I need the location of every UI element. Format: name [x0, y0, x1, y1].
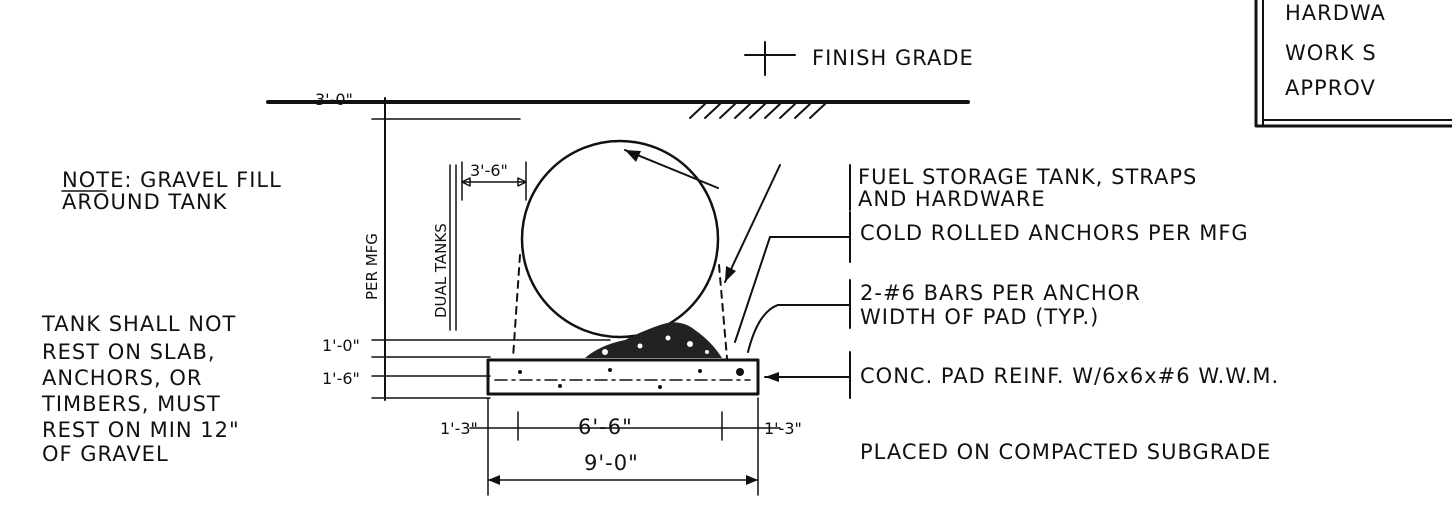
- dim-top-spacing: 3'-6": [470, 161, 508, 180]
- horizontal-dimensions: 1'-3" 6'-6" 1'-3" 9'-0": [440, 397, 802, 496]
- tank-note-line-2: REST ON SLAB,: [42, 340, 216, 364]
- finish-grade-marker: FINISH GRADE: [744, 41, 974, 76]
- title-block: HARDWA WORK S APPROV: [1254, 0, 1452, 128]
- callout-bars-line-1: 2-#6 BARS PER ANCHOR: [860, 281, 1141, 305]
- dim-gravel: 1'-0": [322, 336, 360, 355]
- finish-grade-label: FINISH GRADE: [812, 46, 974, 70]
- anchor-straps: [512, 254, 728, 359]
- tank-note-line-5: REST ON MIN 12": [42, 418, 240, 442]
- fuel-tank: [520, 139, 720, 339]
- title-block-line-3: APPROV: [1285, 76, 1376, 100]
- callout-bars: 2-#6 BARS PER ANCHOR WIDTH OF PAD (TYP.): [747, 279, 1141, 353]
- callout-tank-line-1: FUEL STORAGE TANK, STRAPS: [858, 165, 1197, 189]
- tank-note-line-6: OF GRAVEL: [42, 442, 169, 466]
- grade-line: [266, 100, 970, 119]
- tank-rest-note: TANK SHALL NOT REST ON SLAB, ANCHORS, OR…: [41, 312, 240, 466]
- per-mfg-label: PER MFG: [363, 233, 381, 300]
- concrete-pad: [486, 358, 760, 396]
- dim-cover: 3'-0": [315, 90, 353, 109]
- callout-bars-line-2: WIDTH OF PAD (TYP.): [860, 305, 1099, 329]
- callout-pad-text: CONC. PAD REINF. W/6x6x#6 W.W.M.: [860, 364, 1279, 388]
- dim-edge-left: 1'-3": [440, 419, 478, 438]
- tank-note-line-3: ANCHORS, OR: [42, 366, 202, 390]
- gravel-fill: [585, 322, 722, 358]
- vertical-dimensions: 3'-0" 1'-0" 1'-6" PER MFG: [315, 90, 611, 401]
- note-line-2: AROUND TANK: [62, 190, 228, 214]
- dim-pad: 1'-6": [322, 369, 360, 388]
- callout-anchors: COLD ROLLED ANCHORS PER MFG: [734, 211, 1249, 343]
- gravel-note: NOTE: GRAVEL FILL AROUND TANK: [61, 168, 282, 214]
- dual-tanks-label: DUAL TANKS: [432, 223, 450, 318]
- callout-pad: CONC. PAD REINF. W/6x6x#6 W.W.M.: [764, 351, 1279, 399]
- title-block-line-2: WORK S: [1285, 41, 1377, 65]
- callout-tank-line-2: AND HARDWARE: [858, 187, 1046, 211]
- dual-tanks-dimension: DUAL TANKS 3'-6": [432, 161, 527, 331]
- dim-overall: 9'-0": [584, 451, 639, 475]
- dim-center: 6'-6": [578, 415, 633, 439]
- note-line-1: NOTE: GRAVEL FILL: [62, 168, 282, 192]
- dim-edge-right: 1'-3": [764, 419, 802, 438]
- title-block-line-1: HARDWA: [1285, 1, 1386, 25]
- tank-note-line-4: TIMBERS, MUST: [41, 392, 221, 416]
- placed-on-subgrade: PLACED ON COMPACTED SUBGRADE: [860, 440, 1271, 464]
- tank-note-line-1: TANK SHALL NOT: [41, 312, 236, 336]
- callout-anchor-text: COLD ROLLED ANCHORS PER MFG: [860, 221, 1249, 245]
- callout-fuel-tank: FUEL STORAGE TANK, STRAPS AND HARDWARE: [724, 164, 1197, 283]
